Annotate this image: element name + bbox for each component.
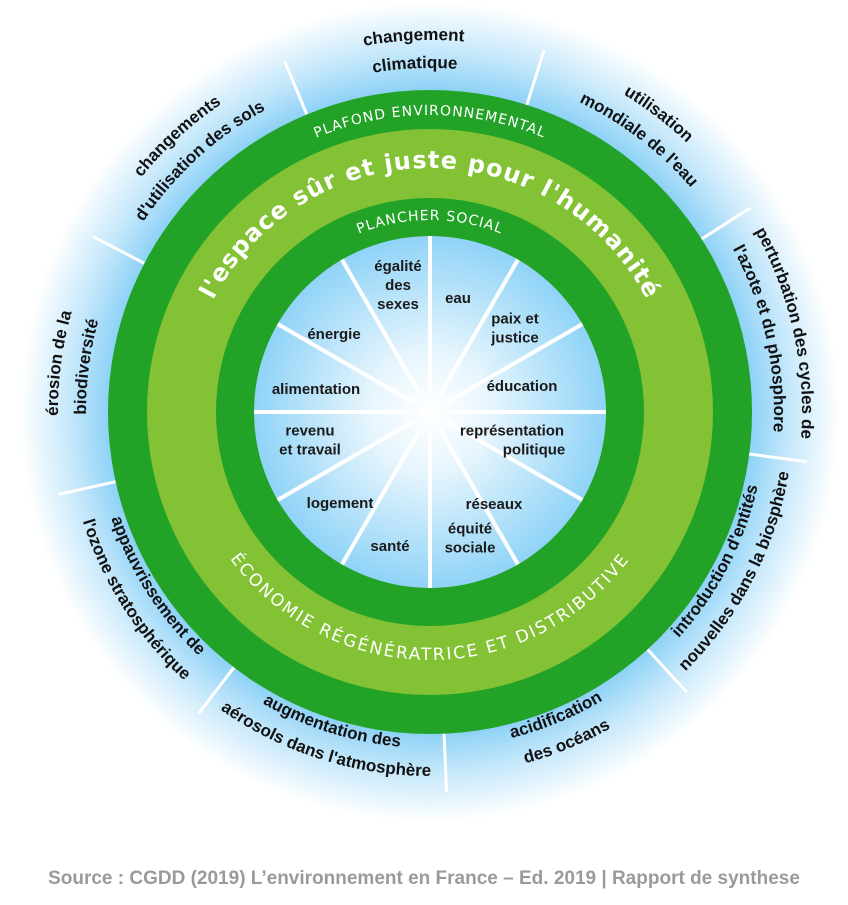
social-foundation-label: éducation <box>487 378 558 395</box>
outer-divider <box>92 235 146 265</box>
outer-divider <box>700 206 752 241</box>
social-foundation-label: santé <box>370 538 409 555</box>
inner-spoke <box>446 420 584 502</box>
inner-spoke <box>340 428 422 566</box>
outer-divider <box>283 60 309 116</box>
inner-spoke <box>438 428 520 566</box>
inner-spoke <box>276 322 414 404</box>
inner-spoke <box>446 322 584 404</box>
source-caption: Source : CGDD (2019) L’environnement en … <box>48 868 800 889</box>
inner-spokes <box>254 236 606 588</box>
outer-divider <box>646 648 688 694</box>
doughnut-diagram: PLAFOND ENVIRONNEMENTAL l'espace sûr et … <box>20 2 840 822</box>
inner-spoke <box>438 258 520 396</box>
social-foundation-label: énergie <box>307 326 360 343</box>
inner-spoke <box>276 420 414 502</box>
outer-divider <box>749 452 807 464</box>
social-foundation-label: réseaux <box>466 496 523 513</box>
outer-divider <box>197 666 236 715</box>
outer-divider <box>58 480 116 496</box>
outer-dividers <box>58 49 807 792</box>
outer-divider <box>442 733 449 792</box>
inner-spoke <box>340 258 422 396</box>
social-shortfall-center <box>254 236 606 588</box>
outer-divider <box>525 49 546 106</box>
social-foundation-label: alimentation <box>272 381 360 398</box>
planetary-boundary-label: climatique <box>371 53 458 77</box>
social-foundation-label: logement <box>307 495 374 512</box>
social-foundation-label: eau <box>445 290 471 307</box>
